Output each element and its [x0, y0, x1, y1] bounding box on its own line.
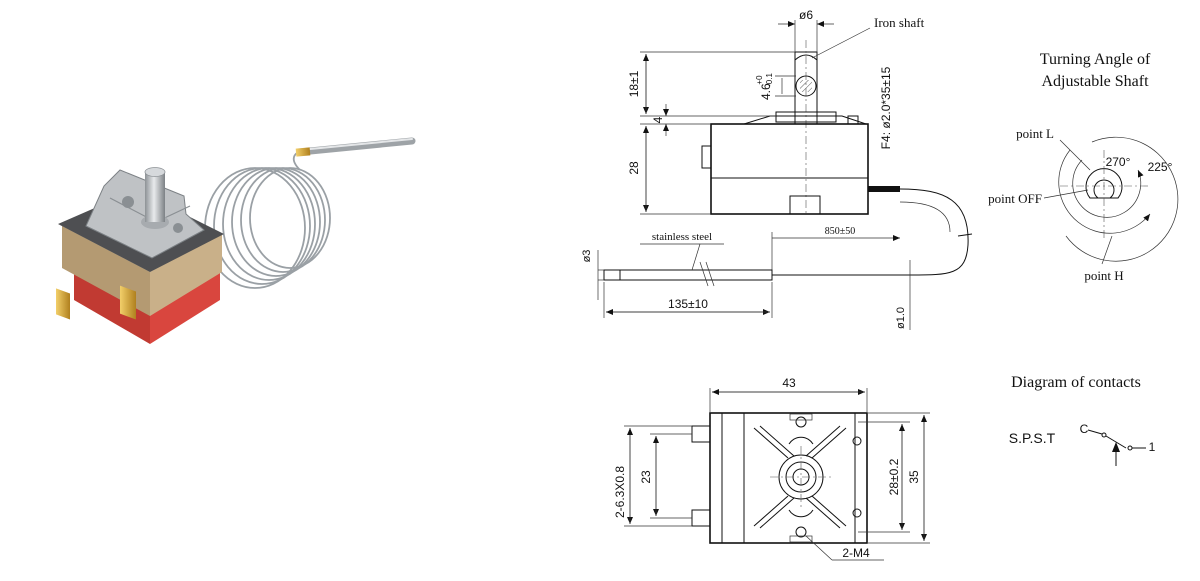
contact-c-label: C: [1080, 422, 1089, 436]
iron-shaft-label: Iron shaft: [874, 15, 925, 30]
point-off-label: point OFF: [988, 191, 1042, 206]
adjustment-shaft: [141, 167, 169, 229]
angle-title-line2: Adjustable Shaft: [1041, 73, 1149, 90]
turning-angle-diagram: Turning Angle of Adjustable Shaft point …: [988, 51, 1179, 283]
spacing-23-label: 23: [639, 470, 653, 484]
dim-28-label: 28: [627, 161, 641, 175]
angle-title-line1: Turning Angle of: [1040, 51, 1151, 68]
brass-terminals: [56, 285, 136, 320]
contacts-diagram: Diagram of contacts S.P.S.T C 1: [1009, 374, 1156, 466]
base-outline: [709, 412, 868, 544]
point-l-label: point L: [1016, 126, 1054, 141]
height-35-label: 35: [907, 470, 921, 484]
capillary-coil: [204, 149, 331, 289]
dim-4-label: 4: [651, 116, 665, 123]
dim-4-6-tol-bot: -0.1: [765, 73, 774, 87]
hole-spacing-label: 28±0.2: [887, 458, 901, 495]
contacts-title: Diagram of contacts: [1011, 374, 1141, 391]
capillary-diameter-label: ø1.0: [895, 307, 907, 329]
dim-4-6-label: 4.6: [759, 83, 773, 100]
bottom-view-drawing: 43 2-6.3X0.8 23 28±0.2 35 2-M4: [613, 376, 930, 561]
sensor-bulb: [295, 137, 416, 157]
contact-1-label: 1: [1149, 440, 1156, 454]
side-view-drawing: 850±50 stainless steel ø3 135±10 ø1.0 ø6…: [581, 8, 973, 330]
shaft-d-profile: [1085, 168, 1123, 199]
angle-270-label: 270°: [1106, 155, 1131, 169]
angle-225-label: 225°: [1148, 160, 1173, 174]
bulb-outline: [603, 269, 773, 281]
dim-18-label: 18±1: [627, 70, 641, 97]
width-43-label: 43: [782, 376, 796, 390]
stainless-label: stainless steel: [652, 231, 712, 243]
fuse-label: F4: ø2.0*35±15: [879, 66, 893, 149]
capillary-length-label: 850±50: [825, 226, 856, 237]
mount-label: 2-M4: [842, 546, 870, 560]
shaft-diameter-label: ø6: [799, 8, 813, 22]
terminals-label: 2-6.3X0.8: [613, 466, 627, 518]
spst-label: S.P.S.T: [1009, 430, 1056, 446]
dim-4-6-tol-top: +0: [755, 75, 764, 85]
bulb-length-label: 135±10: [668, 297, 708, 311]
thermostat-photo: [56, 137, 416, 344]
bulb-diameter-label: ø3: [581, 250, 593, 263]
point-h-label: point H: [1084, 268, 1123, 283]
